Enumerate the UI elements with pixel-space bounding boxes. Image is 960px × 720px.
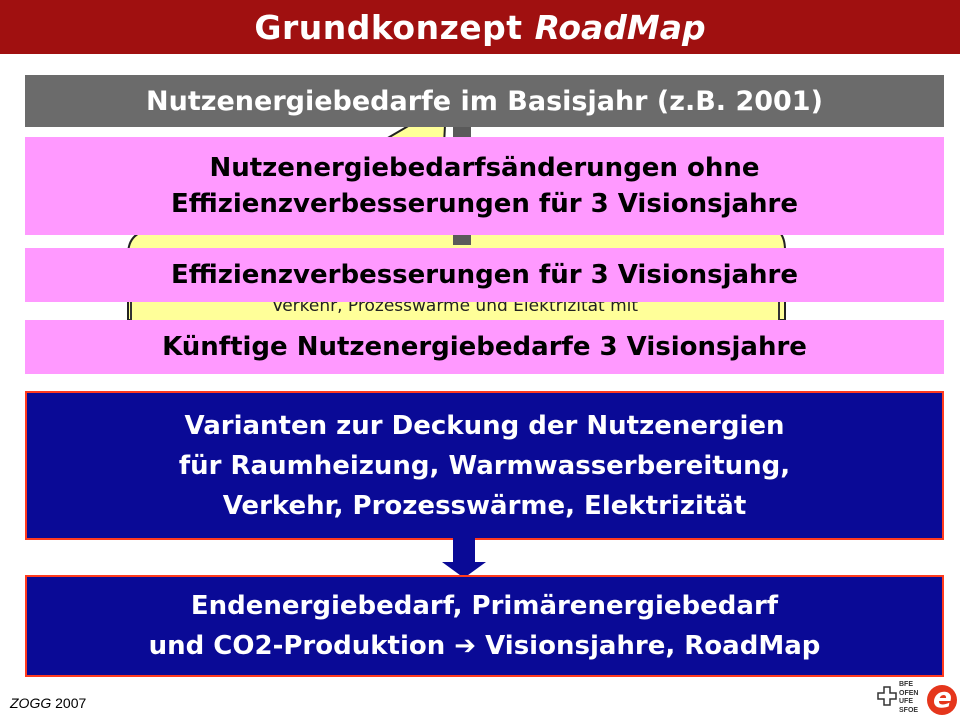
future-demand-box: Künftige Nutzenergiebedarfe 3 Visionsjah… <box>25 320 944 374</box>
swiss-cross-icon <box>877 685 957 715</box>
demand-changes-box: Nutzenergiebedarfsänderungen ohne Effizi… <box>25 137 944 235</box>
footer-credit: ZOGG 2007 <box>10 695 86 711</box>
title-emphasis: RoadMap <box>534 7 706 47</box>
end-energy-box: Endenergiebedarf, Primärenergiebedarf un… <box>25 575 944 677</box>
variants-line2: für Raumheizung, Warmwasserbereitung, <box>178 450 791 481</box>
end-energy-line1: Endenergiebedarf, Primärenergiebedarf <box>190 591 779 621</box>
title-main: Grundkonzept <box>254 7 523 47</box>
logo-letter: e <box>933 681 952 714</box>
efficiency-box: Effizienzverbesserungen für 3 Visionsjah… <box>25 248 944 302</box>
title-bar: Grundkonzept RoadMap <box>0 0 960 54</box>
down-arrow-icon <box>442 536 486 578</box>
end-energy-line2: und CO2-Produktion ➔ Visionsjahre, RoadM… <box>148 631 821 661</box>
hidden-callout-text: Verkehr, Prozesswärme und Elektrizität m… <box>271 302 639 316</box>
footer-author: ZOGG <box>10 695 52 711</box>
efficiency-text: Effizienzverbesserungen für 3 Visionsjah… <box>170 260 799 290</box>
variants-box: Varianten zur Deckung der Nutzenergien f… <box>25 391 944 540</box>
partially-hidden-callout-text: Verkehr, Prozesswärme und Elektrizität m… <box>130 302 780 320</box>
bfe-logo: BFE OFEN UFE SFOE e <box>872 680 958 718</box>
demand-changes-line2: Effizienzverbesserungen für 3 Visionsjah… <box>170 189 799 219</box>
basis-year-box: Nutzenergiebedarfe im Basisjahr (z.B. 20… <box>25 75 944 127</box>
basis-year-text: Nutzenergiebedarfe im Basisjahr (z.B. 20… <box>146 85 823 117</box>
logo-agency-text: BFE OFEN UFE SFOE <box>899 681 919 714</box>
future-demand-text: Künftige Nutzenergiebedarfe 3 Visionsjah… <box>162 332 807 362</box>
demand-changes-line1: Nutzenergiebedarfsänderungen ohne <box>209 153 760 183</box>
variants-line3: Verkehr, Prozesswärme, Elektrizität <box>222 490 747 521</box>
variants-line1: Varianten zur Deckung der Nutzenergien <box>184 410 785 441</box>
footer-year: 2007 <box>55 695 87 711</box>
